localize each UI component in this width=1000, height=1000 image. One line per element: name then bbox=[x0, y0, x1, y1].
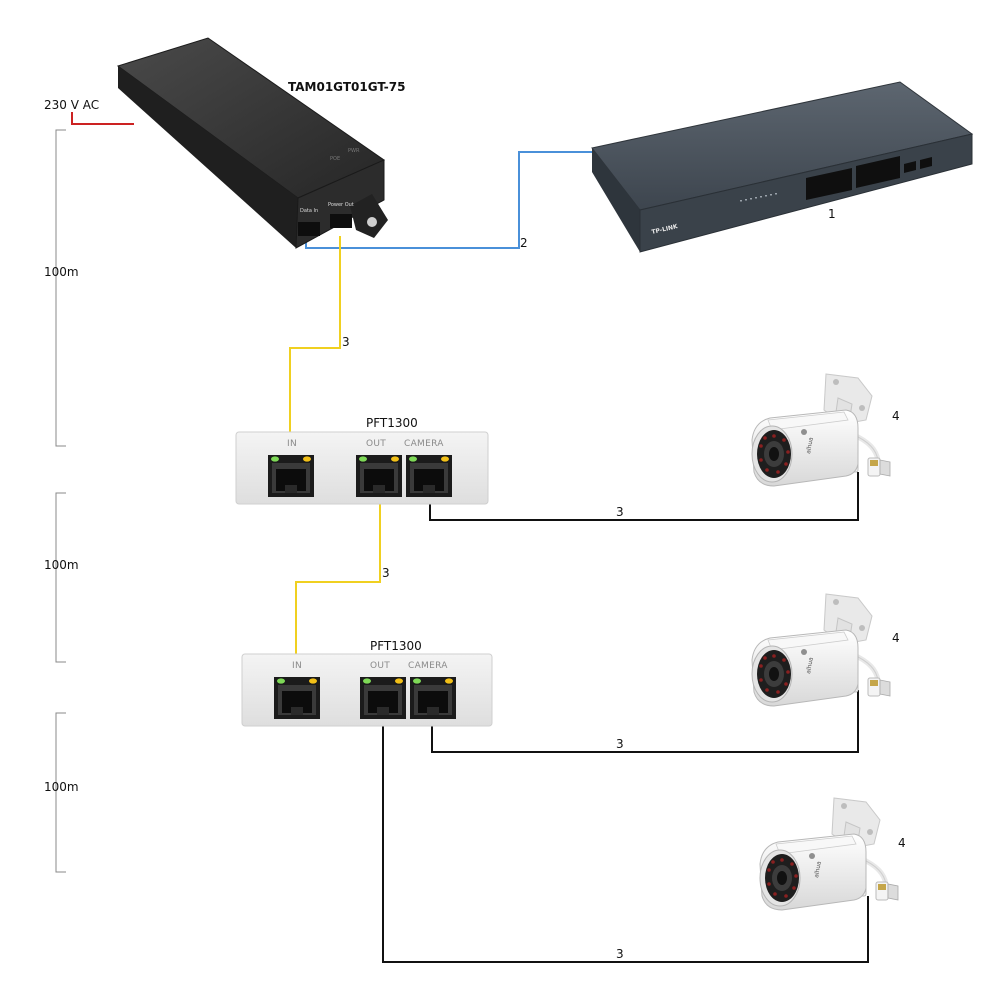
poe-injector: Data In Power Out POE PWR TAM01GT01GT-75 bbox=[116, 37, 405, 249]
extender-camera-port bbox=[406, 455, 452, 497]
cable-marker: 3 bbox=[616, 505, 624, 519]
cable-extender1-to-extender2 bbox=[295, 504, 381, 656]
extender-model-label: PFT1300 bbox=[370, 639, 422, 653]
distance-label: 100m bbox=[44, 558, 79, 572]
ip-camera: 4 bbox=[752, 374, 900, 486]
extender-port-camera-label: CAMERA bbox=[404, 439, 444, 449]
cable-marker: 3 bbox=[382, 566, 390, 580]
cables bbox=[71, 112, 869, 963]
injector-led-pwr-label: PWR bbox=[348, 148, 360, 154]
extender-out-port bbox=[356, 455, 402, 497]
poe-extender: PFT1300 IN OUT CAMERA bbox=[235, 416, 489, 505]
injector-model-label: TAM01GT01GT-75 bbox=[288, 80, 405, 94]
extender-model-label: PFT1300 bbox=[366, 416, 418, 430]
distance-bracket bbox=[55, 712, 66, 873]
cable-extender2-to-camera3 bbox=[382, 724, 869, 963]
camera-marker: 4 bbox=[892, 409, 900, 423]
extender-port-in-label: IN bbox=[292, 661, 302, 671]
extender-out-port bbox=[360, 677, 406, 719]
cable-marker: 3 bbox=[342, 335, 350, 349]
distance-label: 100m bbox=[44, 780, 79, 794]
switch-marker: 1 bbox=[828, 207, 836, 221]
distance-label: 100m bbox=[44, 265, 79, 279]
camera-marker: 4 bbox=[892, 631, 900, 645]
power-cable-230v bbox=[71, 112, 134, 125]
distance-bracket bbox=[55, 129, 66, 447]
network-switch: TP-LINK 1 bbox=[591, 81, 974, 253]
injector-led-poe-label: POE bbox=[330, 156, 340, 162]
cable-markers: 2 3 3 3 3 3 bbox=[342, 236, 624, 961]
injector-port-data-in-label: Data In bbox=[300, 208, 318, 214]
extender-in-port bbox=[268, 455, 314, 497]
cable-marker: 2 bbox=[520, 236, 528, 250]
ip-camera: 4 bbox=[760, 798, 906, 910]
distance-brackets: 100m 100m 100m bbox=[44, 129, 79, 873]
extender-port-out-label: OUT bbox=[366, 439, 386, 449]
camera-marker: 4 bbox=[898, 836, 906, 850]
poe-extender: PFT1300 IN OUT CAMERA bbox=[241, 639, 493, 727]
cable-marker: 3 bbox=[616, 737, 624, 751]
distance-bracket bbox=[55, 492, 66, 663]
extender-in-port bbox=[274, 677, 320, 719]
cable-marker: 3 bbox=[616, 947, 624, 961]
cable-switch-to-injector bbox=[305, 151, 596, 249]
injector-port-power-out-label: Power Out bbox=[328, 202, 354, 208]
cable-injector-to-extender1 bbox=[289, 236, 341, 436]
cable-extender1-to-camera1 bbox=[429, 472, 859, 521]
extender-port-out-label: OUT bbox=[370, 661, 390, 671]
extender-port-camera-label: CAMERA bbox=[408, 661, 448, 671]
extender-camera-port bbox=[410, 677, 456, 719]
ip-camera: 4 bbox=[752, 594, 900, 706]
extender-port-in-label: IN bbox=[287, 439, 297, 449]
power-input-label: 230 V AC bbox=[44, 98, 99, 112]
cable-extender2-to-camera2 bbox=[431, 690, 859, 753]
